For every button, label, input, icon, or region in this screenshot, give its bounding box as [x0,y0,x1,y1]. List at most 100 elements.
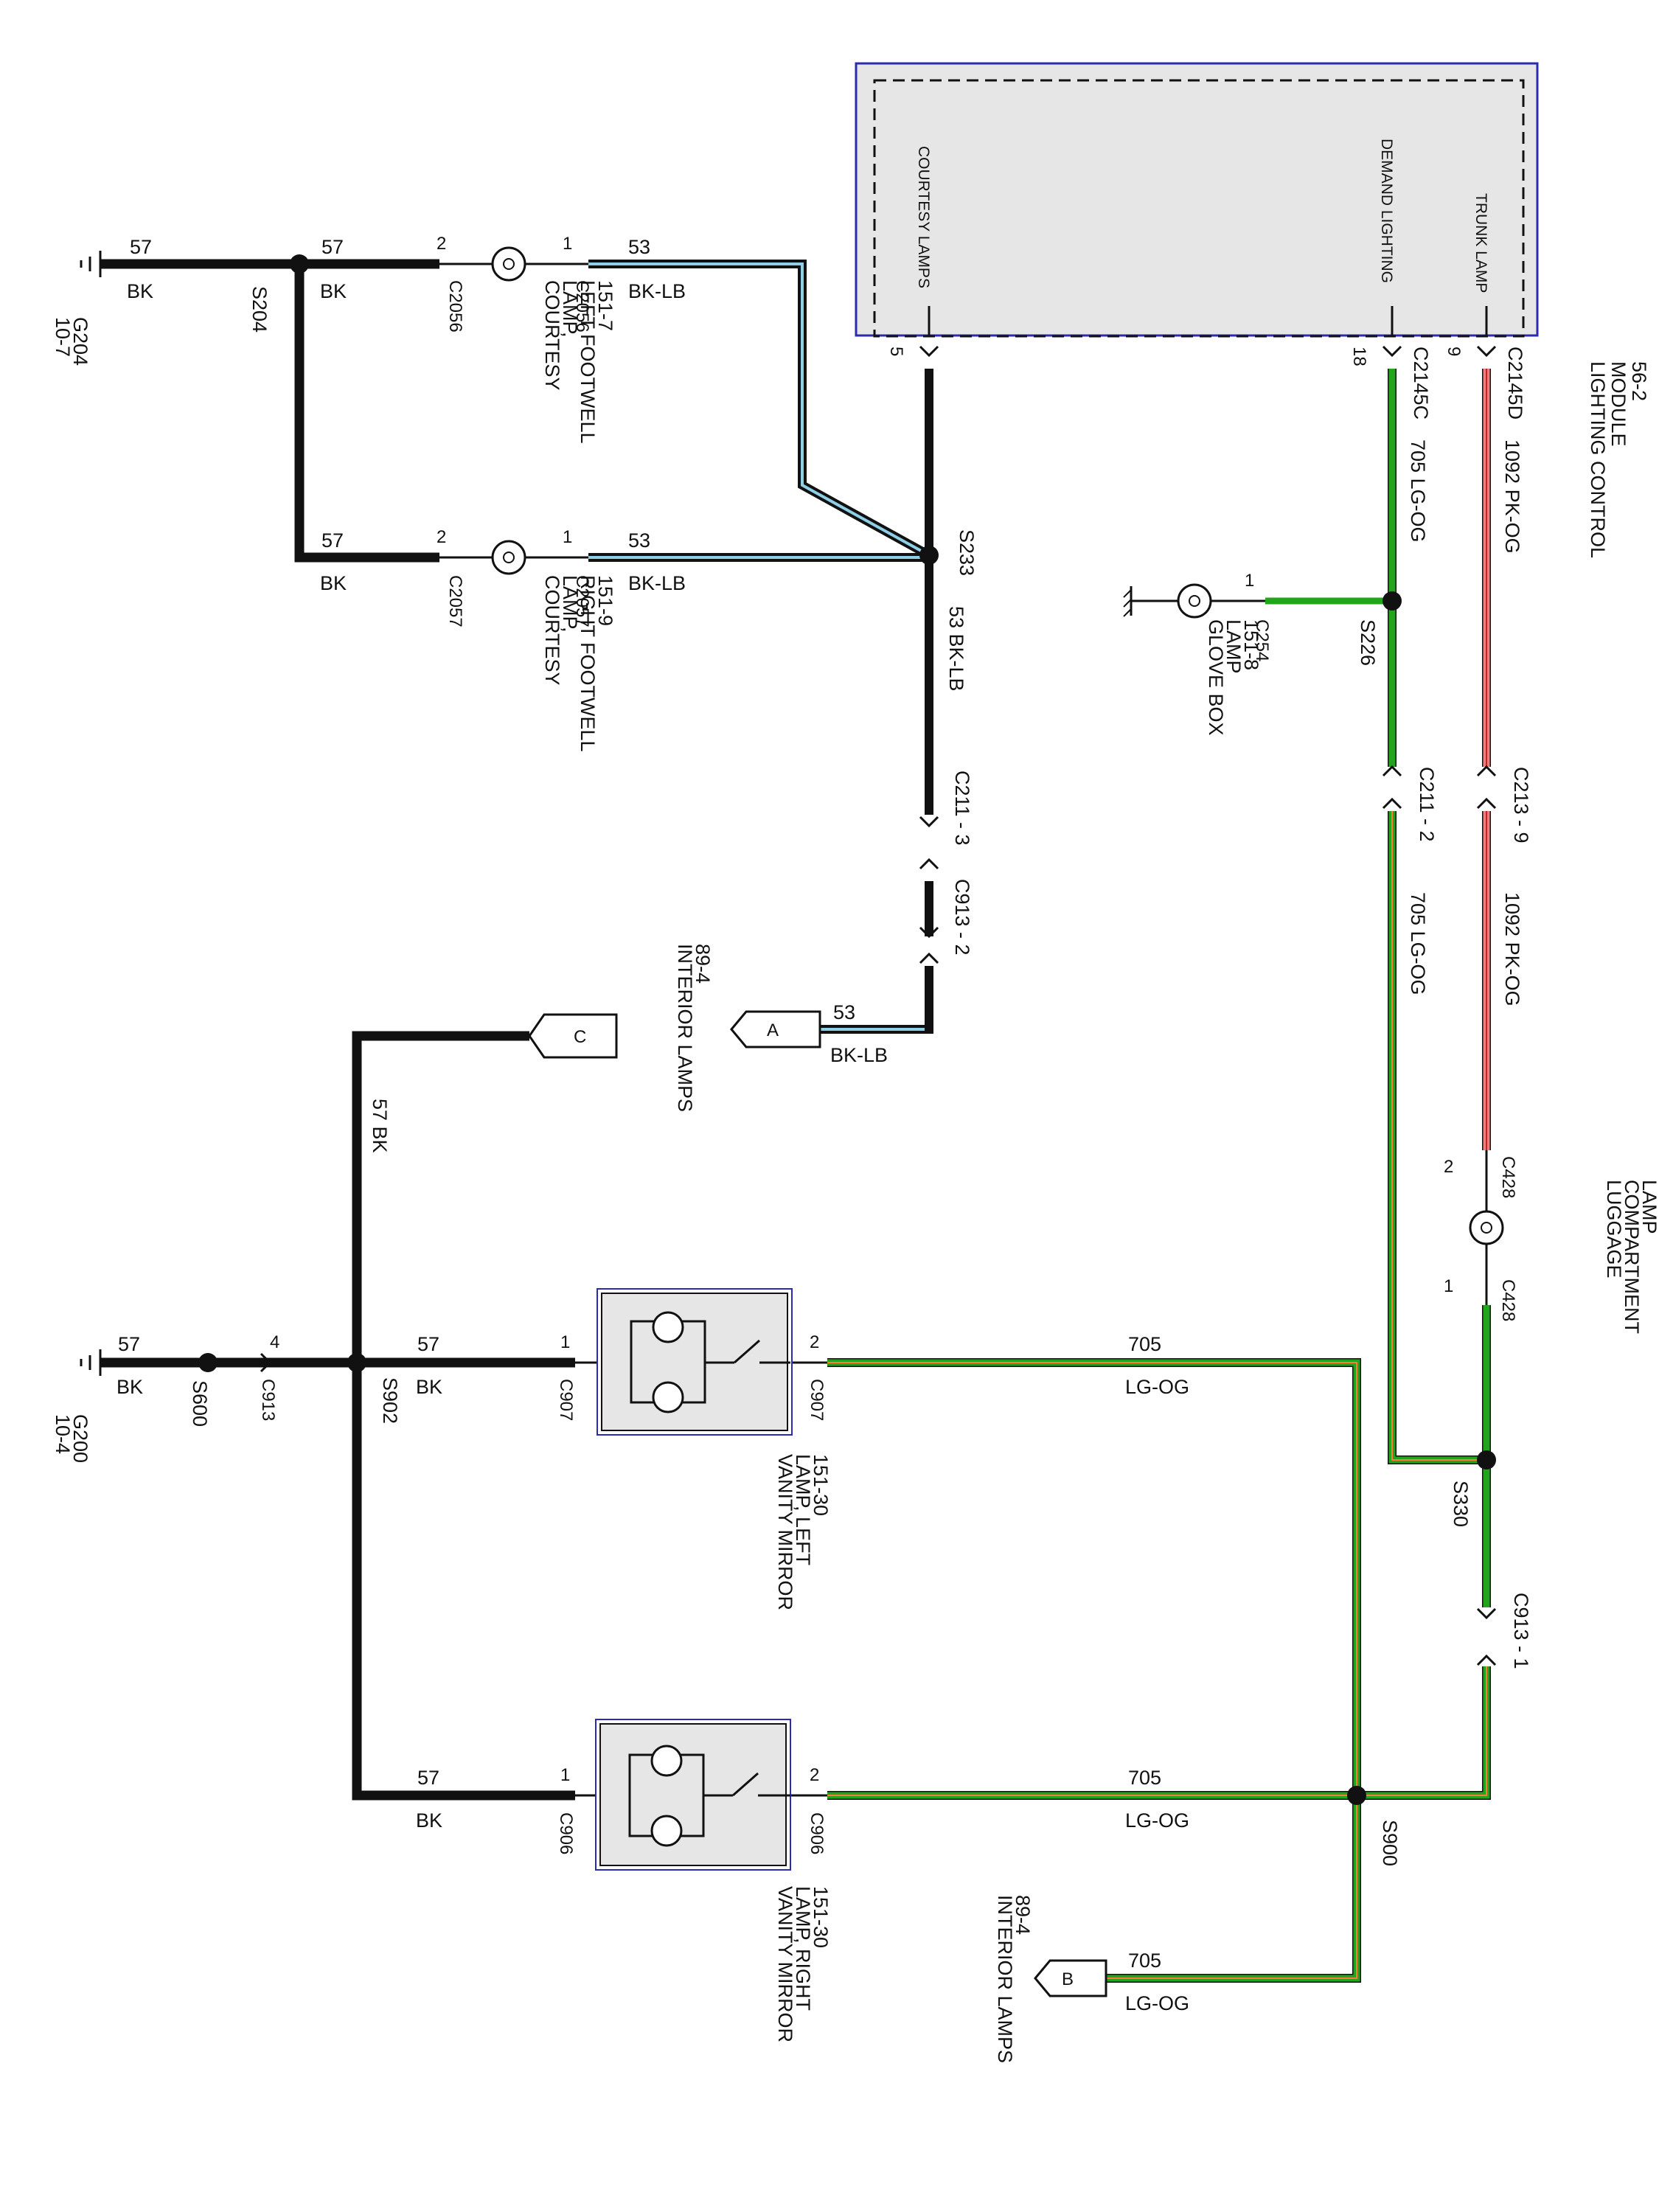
courtesy-right-title-line: RIGHT FOOTWELL [577,575,599,752]
conn-c213-9: C213 - 9 [1510,767,1532,844]
offpage-c-letter: C [574,1027,586,1047]
module-pin-18: 18 [1349,347,1369,366]
module-title: LIGHTING CONTROLMODULE56-2 [1587,361,1650,558]
module-conn-c2145d: C2145D [1504,347,1526,420]
luggage-pin-bottom: 1 [1444,1276,1453,1296]
module-box [855,62,1539,337]
courtesy-right-conn2: C2057 [445,575,465,627]
module-title-line: LIGHTING CONTROL [1587,361,1609,558]
offpage-b-letter: B [1062,1969,1074,1989]
w705-circuit-3: 705 [1128,1950,1161,1972]
luggage-pin-top: 2 [1444,1157,1453,1177]
offpage-c-title: INTERIOR LAMPS89-4 [674,944,714,1112]
splice-s330: S330 [1450,1450,1496,1527]
w53-color-1: BK-LB [628,280,686,302]
courtesy-left-title-line: 151-7 [594,280,616,331]
w57-circuit-6: 57 [417,1767,439,1789]
offpage-c-title-line: INTERIOR LAMPS [674,944,696,1112]
bulb-icon [652,1311,684,1343]
conn-c211-2: C211 - 2 [1416,767,1438,842]
courtesy-left-title-line: LEFT FOOTWELL [577,280,599,444]
splice-s902: S902 [347,1353,401,1424]
vanity-left-title-text: VANITY MIRRORLAMP, LEFT151-30 [774,1454,832,1610]
courtesy-right-title-line: LAMP, [559,575,581,633]
offpage-b-title: INTERIOR LAMPS89-4 [994,1895,1034,2063]
w57-circuit-2: 57 [321,236,344,258]
w57-circuit-4: 57 [118,1333,140,1355]
wire-53-main [820,369,933,1034]
offpage-connector-c: C [528,1013,618,1059]
glove-box-title-line: 151-8 [1240,619,1262,670]
w705-inline-1: 705 LG-OG [1407,439,1429,543]
offpage-b-title-line: 89-4 [1012,1895,1034,1935]
ground-g200-id: G200 [69,1414,91,1463]
ground-g204: G204 10-7 [52,251,102,366]
w1092-inline-1: 1092 PK-OG [1501,439,1523,554]
courtesy-left-title-text: COURTESYLAMP,LEFT FOOTWELL151-7 [541,280,616,444]
w53-circuit-1: 53 [628,236,650,258]
splice-s233: S233 [919,529,978,576]
glove-box-title-text: GLOVE BOXLAMP151-8 [1205,619,1262,736]
offpage-connector-a: A [730,1010,821,1048]
vanity-right-pin1: 1 [560,1765,570,1785]
w57-circuit-5: 57 [417,1333,439,1355]
ground-g204-id: G204 [69,317,91,366]
courtesy-right-title-line: COURTESY [541,575,563,686]
w53-circuit-3: 53 [833,1001,855,1023]
pin-label-demand-lighting: DEMAND LIGHTING [1378,139,1395,283]
vanity-left-title-line: LAMP, LEFT [792,1454,814,1565]
module-title-line: MODULE [1607,361,1630,447]
splice-s900: S900 [1347,1786,1401,1866]
offpage-b-title-line: INTERIOR LAMPS [994,1895,1016,2063]
w705-color-3: LG-OG [1125,1992,1189,2014]
splice-s600: S600 [189,1353,218,1427]
w705-color-2: LG-OG [1125,1809,1189,1832]
conn-c913-pin: 4 [270,1332,279,1352]
w705-inline-2: 705 LG-OG [1407,892,1429,995]
luggage-conn-bottom: C428 [1498,1279,1518,1321]
w53-inline: 53 BK-LB [945,606,967,692]
wire-57-top [100,259,439,563]
vanity-right-title-line: VANITY MIRROR [774,1886,796,2042]
courtesy-left-pin2: 2 [437,234,446,254]
bulb-icon [650,1745,683,1777]
vanity-left-title-line: 151-30 [810,1454,832,1516]
courtesy-right-title-text: COURTESYLAMP,RIGHT FOOTWELL151-9 [541,575,616,752]
courtesy-left-title-line: LAMP, [559,280,581,338]
pin-label-trunk-lamp: TRUNK LAMP [1472,193,1489,293]
bulb-icon [1177,583,1212,619]
vanity-left-pin2: 2 [810,1332,819,1352]
vanity-left-pin1: 1 [560,1332,570,1352]
w53-circuit-2: 53 [628,529,650,552]
w705-circuit-1: 705 [1128,1333,1161,1355]
courtesy-right-pin2: 2 [437,527,446,547]
module-title-line: 56-2 [1628,361,1650,401]
vanity-right-title-line: 151-30 [810,1886,832,1948]
conn-c211-3: C211 - 3 [951,771,973,846]
courtesy-right-pin1: 1 [563,527,572,547]
courtesy-left-pin1: 1 [563,234,572,254]
module-conn-c2145c: C2145C [1410,347,1432,420]
splice-s204-label: S204 [248,286,271,333]
w57-color-5: BK [416,1376,442,1398]
splice-s226: S226 [1357,591,1402,666]
luggage-title-line: LAMP [1638,1180,1659,1234]
ground-g200-ref: 10-4 [52,1414,74,1454]
bulb-icon [491,540,526,575]
glove-box-title-line: LAMP [1222,619,1245,674]
conn-c913: C913 [258,1379,278,1421]
luggage-title-line: COMPARTMENT [1621,1180,1643,1334]
pin-label-courtesy-lamps: COURTESY LAMPS [915,146,932,288]
courtesy-right-title: COURTESYLAMP,RIGHT FOOTWELL151-9 [541,575,616,752]
ground-g200: G200 10-4 [52,1349,102,1463]
glove-box-lamp: 1 C254 [1150,571,1272,661]
vanity-left-conn2: C907 [807,1379,827,1421]
courtesy-left-title-line: COURTESY [541,280,563,391]
vanity-left-title: VANITY MIRRORLAMP, LEFT151-30 [774,1454,832,1610]
courtesy-left-conn1: C2056 [572,280,592,333]
glove-box-title: GLOVE BOXLAMP151-8 [1205,619,1262,736]
luggage-compartment-lamp: 2 1 C428 C428 [1444,1150,1518,1321]
vanity-right-pin2: 2 [810,1765,819,1785]
w57-circuit-1: 57 [130,236,152,258]
